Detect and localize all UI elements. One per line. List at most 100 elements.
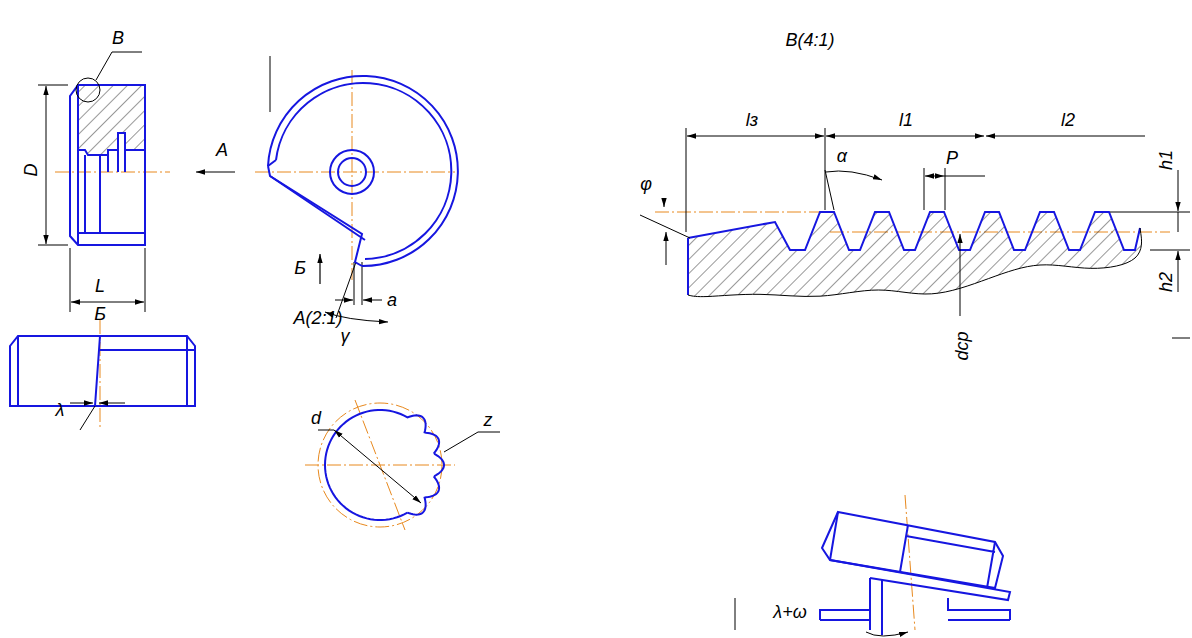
- drawing-line: [10, 336, 195, 406]
- drawing-line: [96, 52, 142, 80]
- dimension-label: Б: [294, 259, 306, 277]
- angle-dimension: [735, 598, 908, 636]
- drawing-line: [664, 198, 665, 207]
- drawing-line: [687, 136, 824, 137]
- dimension-lines: [38, 56, 388, 322]
- section-view: [70, 52, 145, 245]
- drawing-line: [268, 76, 458, 266]
- drawing-line: [1178, 170, 1179, 211]
- drawing-line: [78, 85, 145, 245]
- dimension-label: λ+ω: [773, 603, 806, 621]
- drawing-line: [686, 128, 687, 232]
- drawing-line: [830, 560, 1010, 600]
- dimension-label: lз: [746, 111, 758, 129]
- tool-setup: [820, 512, 1010, 635]
- drawing-line: [688, 228, 1142, 297]
- drawing-line: [830, 512, 995, 588]
- center-lines: [55, 70, 1170, 630]
- dimension-label: l2: [1061, 111, 1075, 129]
- dimension-label: В: [112, 29, 124, 47]
- drawing-line: [655, 212, 835, 213]
- drawing-line: [925, 176, 944, 177]
- detail-view: [325, 410, 444, 520]
- dimension-label: a: [387, 291, 397, 309]
- side-view: [10, 336, 195, 406]
- drawing-line: [70, 248, 71, 312]
- drawing-line: [318, 403, 442, 527]
- drawing-line: [268, 160, 365, 240]
- drawing-line: [866, 632, 908, 636]
- drawing-line: [325, 410, 444, 520]
- dimension-label: D: [21, 164, 39, 177]
- drawing-line: [820, 619, 870, 621]
- drawing-line: [640, 215, 690, 238]
- drawing-line: [944, 176, 985, 177]
- drawing-line: [924, 168, 925, 210]
- drawing-line: [825, 170, 834, 210]
- dimension-label: z: [484, 411, 493, 429]
- drawing-line: [820, 578, 1010, 635]
- drawing-line: [55, 172, 170, 173]
- dimension-label: α: [837, 147, 847, 165]
- drawing-line: [352, 70, 353, 280]
- dimension-lines: [640, 128, 1190, 338]
- front-view: [268, 76, 458, 266]
- drawing-line: [334, 430, 421, 503]
- drawing-line: [826, 171, 882, 180]
- drawing-line: [363, 300, 382, 301]
- drawing-line: [70, 85, 145, 245]
- drawing-line: [330, 150, 374, 194]
- drawing-line: [38, 85, 68, 86]
- dimension-label: dср: [953, 331, 971, 360]
- drawing-line: [444, 432, 500, 452]
- dimension-label: λ: [56, 401, 65, 419]
- drawing-line: [276, 83, 451, 259]
- dimension-label: d: [311, 409, 321, 427]
- drawing-line: [18, 336, 195, 406]
- drawing-line: [960, 234, 961, 316]
- drawing-line: [945, 168, 946, 210]
- drawing-line: [196, 171, 235, 172]
- dimension-label: L: [95, 277, 105, 295]
- drawing-line: [319, 254, 320, 284]
- drawing-line: [355, 400, 405, 530]
- drawing-line: [335, 300, 353, 301]
- drawing-line: [666, 232, 667, 265]
- dimension-label: l1: [899, 111, 913, 129]
- drawing-line: [735, 598, 736, 630]
- dimension-label: h2: [1157, 272, 1175, 292]
- dimension-label: P: [946, 149, 958, 167]
- drawing-line: [270, 56, 271, 112]
- dimension-label: А: [216, 141, 228, 159]
- drawing-line: [1178, 212, 1179, 232]
- dimension-label: В(4:1): [785, 31, 834, 49]
- drawing-line: [826, 136, 984, 137]
- drawing-line: [362, 262, 363, 305]
- dimension-label: h1: [1157, 150, 1175, 170]
- drawing-line: [99, 403, 125, 404]
- dimension-label: γ: [341, 327, 350, 345]
- drawing-line: [76, 78, 100, 102]
- drawing-line: [255, 172, 455, 173]
- drawing-line: [78, 85, 145, 155]
- drawing-line: [38, 245, 68, 246]
- thread-profile: [688, 212, 1142, 297]
- drawing-line: [688, 212, 1142, 297]
- drawing-line: [80, 406, 95, 430]
- dimension-label: Б: [94, 305, 106, 323]
- drawing-line: [1172, 338, 1190, 339]
- drawing-line: [46, 86, 47, 244]
- drawing-line: [71, 302, 144, 303]
- drawing-line: [825, 128, 826, 210]
- dimension-label: φ: [640, 175, 652, 193]
- drawing-line: [70, 403, 93, 404]
- drawing-line: [822, 512, 1003, 588]
- angle-dimension: [70, 403, 125, 430]
- drawing-line: [145, 248, 146, 312]
- drawing-line: [688, 212, 1140, 295]
- drawing-line: [1178, 251, 1179, 292]
- dimension-label: А(2:1): [293, 309, 342, 327]
- drawing-line: [1150, 250, 1190, 251]
